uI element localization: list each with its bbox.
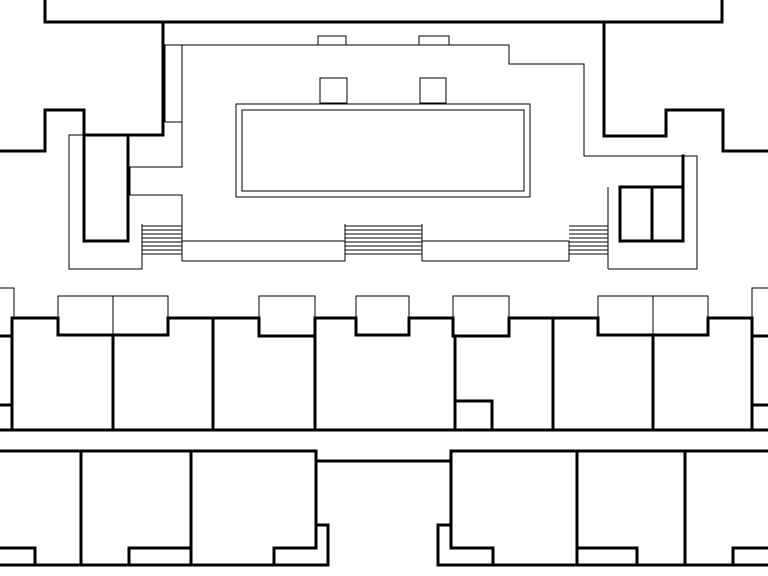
balcony-4 <box>452 295 510 337</box>
top-left-building-wing <box>0 20 165 153</box>
top-right-building-wing <box>602 20 768 153</box>
middle-left-stub <box>0 287 15 318</box>
bottom-row-units <box>0 449 768 567</box>
courtyard <box>68 35 698 270</box>
pool-outer-edge <box>235 103 531 198</box>
courtyard-boundary <box>164 44 698 270</box>
bottom-row-top-wall <box>0 449 768 463</box>
middle-row-units <box>0 287 768 432</box>
column-right <box>419 77 447 104</box>
bottom-row-outline <box>0 523 768 567</box>
top-center-building <box>43 0 724 24</box>
balcony-3 <box>355 295 410 336</box>
left-pillar-block <box>82 135 130 243</box>
stairs-right <box>569 225 608 255</box>
stairs-left <box>142 225 182 255</box>
top-vent-right <box>418 35 450 46</box>
balcony-2 <box>258 295 316 337</box>
balcony-6 <box>751 287 768 318</box>
column-left <box>319 77 348 104</box>
top-vent-left <box>317 35 347 46</box>
pool-inner-edge <box>241 109 525 192</box>
top-buildings <box>0 0 768 153</box>
right-storage-block <box>618 154 685 243</box>
stairs-center <box>345 225 422 255</box>
